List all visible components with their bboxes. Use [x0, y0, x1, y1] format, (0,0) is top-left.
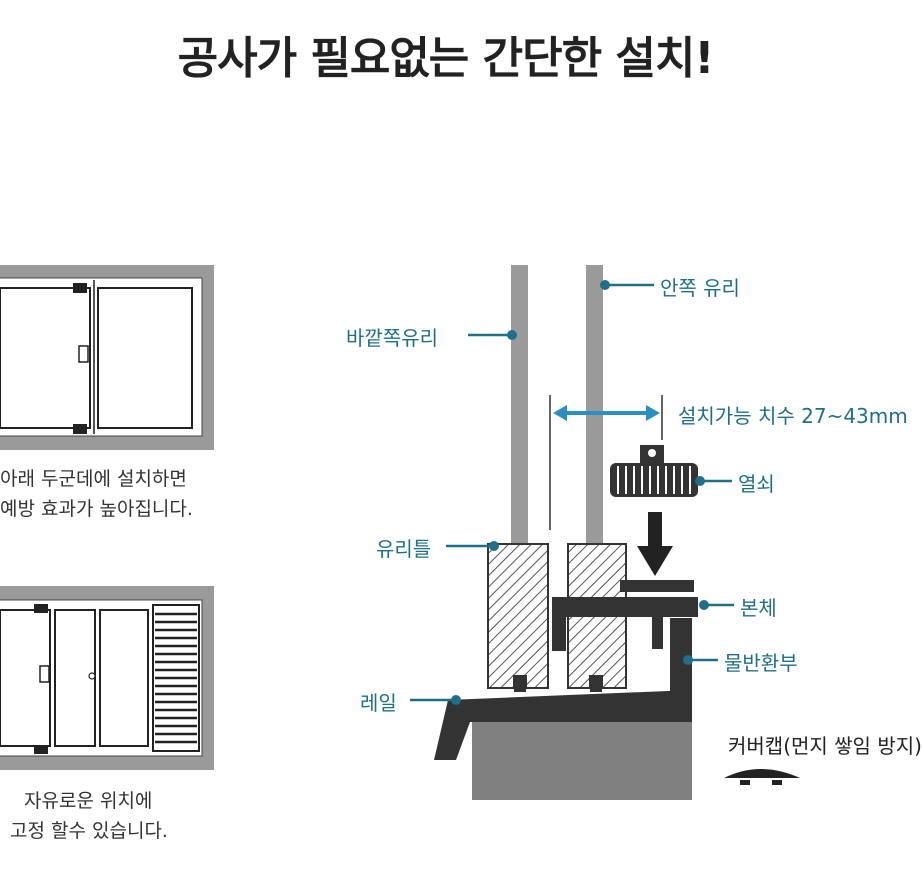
label-body: 본체 [740, 596, 777, 620]
lock-body [552, 597, 698, 617]
lock-marker-bottom [34, 745, 48, 754]
outer-glass-pane [511, 265, 528, 547]
caption-free-position: 자유로운 위치에 고정 할수 있습니다. [10, 786, 168, 846]
window-three-sash-illustration [0, 586, 214, 770]
caption-line: 자유로운 위치에 [24, 790, 153, 812]
lock-marker-bottom [73, 424, 87, 434]
window-two-sash-illustration [0, 265, 214, 450]
label-outer-glass: 바깥쪽유리 [346, 326, 438, 350]
lock-marker-top [34, 604, 48, 613]
label-glass-frame: 유리틀 [376, 537, 432, 561]
water-return-part [670, 618, 692, 708]
label-inner-glass: 안쪽 유리 [660, 276, 740, 300]
caption-line: 아래 두군데에 설치하면 [0, 468, 187, 490]
label-anti-return: 물반환부 [724, 651, 798, 675]
rail-base-block [472, 710, 692, 800]
label-rail: 레일 [360, 691, 397, 715]
caption-line: 예방 효과가 높아집니다. [0, 498, 193, 520]
label-install-size: 설치가능 치수 27~43mm [678, 404, 908, 428]
lock-marker-top [73, 283, 87, 293]
rail-profile [434, 690, 692, 760]
latch-icon [39, 665, 50, 683]
page-title: 공사가 필요없는 간단한 설치! [177, 33, 715, 84]
caption-two-locations: 아래 두군데에 설치하면 예방 효과가 높아집니다. [0, 464, 193, 524]
latch-icon [78, 345, 89, 363]
glass-frame-outer [487, 543, 549, 689]
installation-diagram [0, 265, 800, 800]
cover-cap-icon [724, 769, 800, 785]
key-icon [610, 445, 698, 497]
label-key: 열쇠 [738, 472, 775, 496]
dimension-arrow [553, 405, 660, 421]
inner-glass-pane [586, 265, 603, 547]
insert-arrow-icon [637, 512, 673, 576]
caption-line: 고정 할수 있습니다. [10, 820, 168, 842]
label-cover-cap: 커버캡(먼지 쌓임 방지) [728, 734, 922, 758]
